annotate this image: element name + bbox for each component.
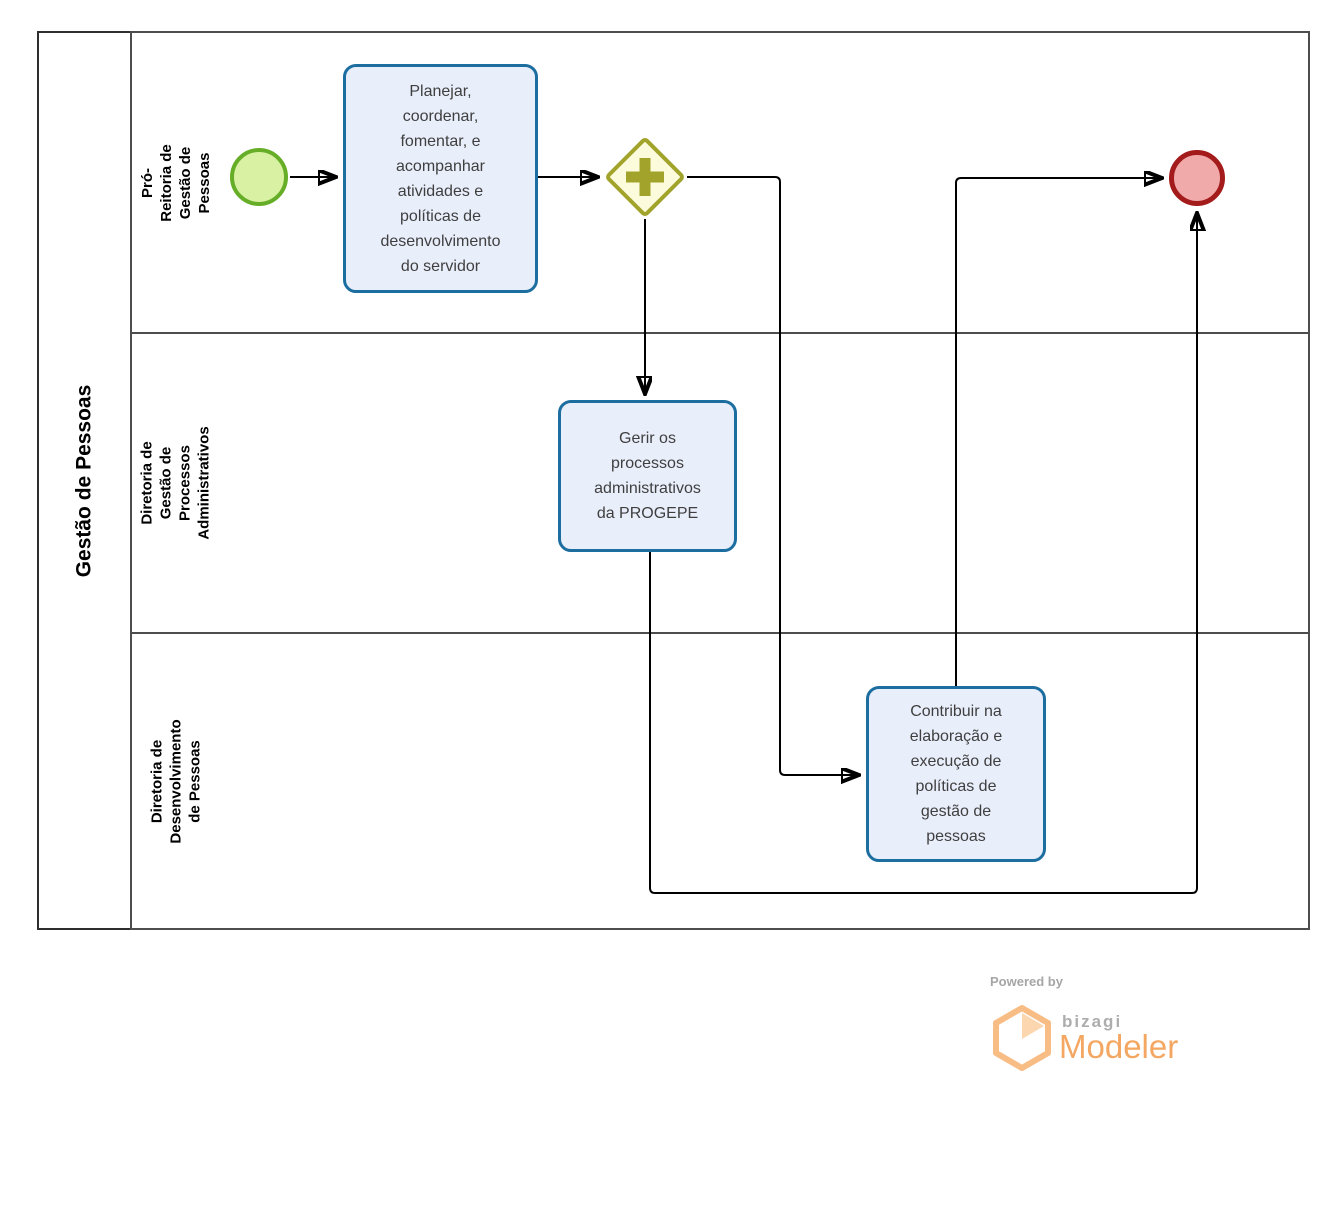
powered-by-text: Powered by: [990, 974, 1063, 989]
lane-diretoria-desenvolvimento[interactable]: Diretoria de Desenvolvimento de Pessoas: [130, 632, 1310, 930]
task-contribuir[interactable]: Contribuir na elaboração e execução de p…: [866, 686, 1046, 862]
task-label: Contribuir na elaboração e execução de p…: [909, 703, 1003, 845]
lane-label-line: Processos Administrativos: [177, 426, 214, 540]
pool-title: Gestão de Pessoas: [72, 384, 96, 577]
lane-label: Diretoria de Gestão de Processos Adminis…: [138, 426, 214, 539]
lane-label-line: Pró-Reitoria de Gestão de: [139, 143, 194, 222]
lane-label-line: de Pessoas: [186, 739, 204, 823]
end-event[interactable]: [1169, 150, 1225, 206]
task-label: Planejar, coordenar, fomentar, e acompan…: [380, 82, 501, 275]
parallel-gateway[interactable]: [603, 135, 687, 219]
bizagi-hexagon-icon: [993, 1005, 1051, 1071]
pool-header[interactable]: Gestão de Pessoas: [37, 31, 132, 930]
lane-label: Diretoria de Desenvolvimento de Pessoas: [148, 719, 205, 843]
lane-pro-reitoria[interactable]: Pró-Reitoria de Gestão de Pessoas: [130, 31, 1310, 334]
bizagi-modeler-logo: Powered by bizagi Modeler: [988, 972, 1288, 1082]
lane-label: Pró-Reitoria de Gestão de Pessoas: [138, 141, 214, 225]
task-gerir[interactable]: Gerir os processos administrativos da PR…: [558, 400, 737, 552]
lane-label-line: Pessoas: [196, 152, 213, 213]
lane-label-wrap: Diretoria de Desenvolvimento de Pessoas: [134, 634, 218, 928]
lane-label-line: Diretoria de Desenvolvimento: [148, 718, 185, 844]
lane-label-wrap: Pró-Reitoria de Gestão de Pessoas: [134, 33, 218, 332]
bizagi-wordmark: bizagi: [1062, 1012, 1123, 1031]
task-planejar[interactable]: Planejar, coordenar, fomentar, e acompan…: [343, 64, 538, 293]
plus-icon: [620, 152, 670, 202]
lane-label-wrap: Diretoria de Gestão de Processos Adminis…: [134, 334, 218, 632]
start-event[interactable]: [230, 148, 288, 206]
gateway-diamond: [603, 135, 687, 219]
modeler-wordmark: Modeler: [1059, 1028, 1179, 1065]
task-label: Gerir os processos administrativos da PR…: [594, 430, 701, 522]
lane-label-line: Diretoria de Gestão de: [139, 441, 176, 525]
